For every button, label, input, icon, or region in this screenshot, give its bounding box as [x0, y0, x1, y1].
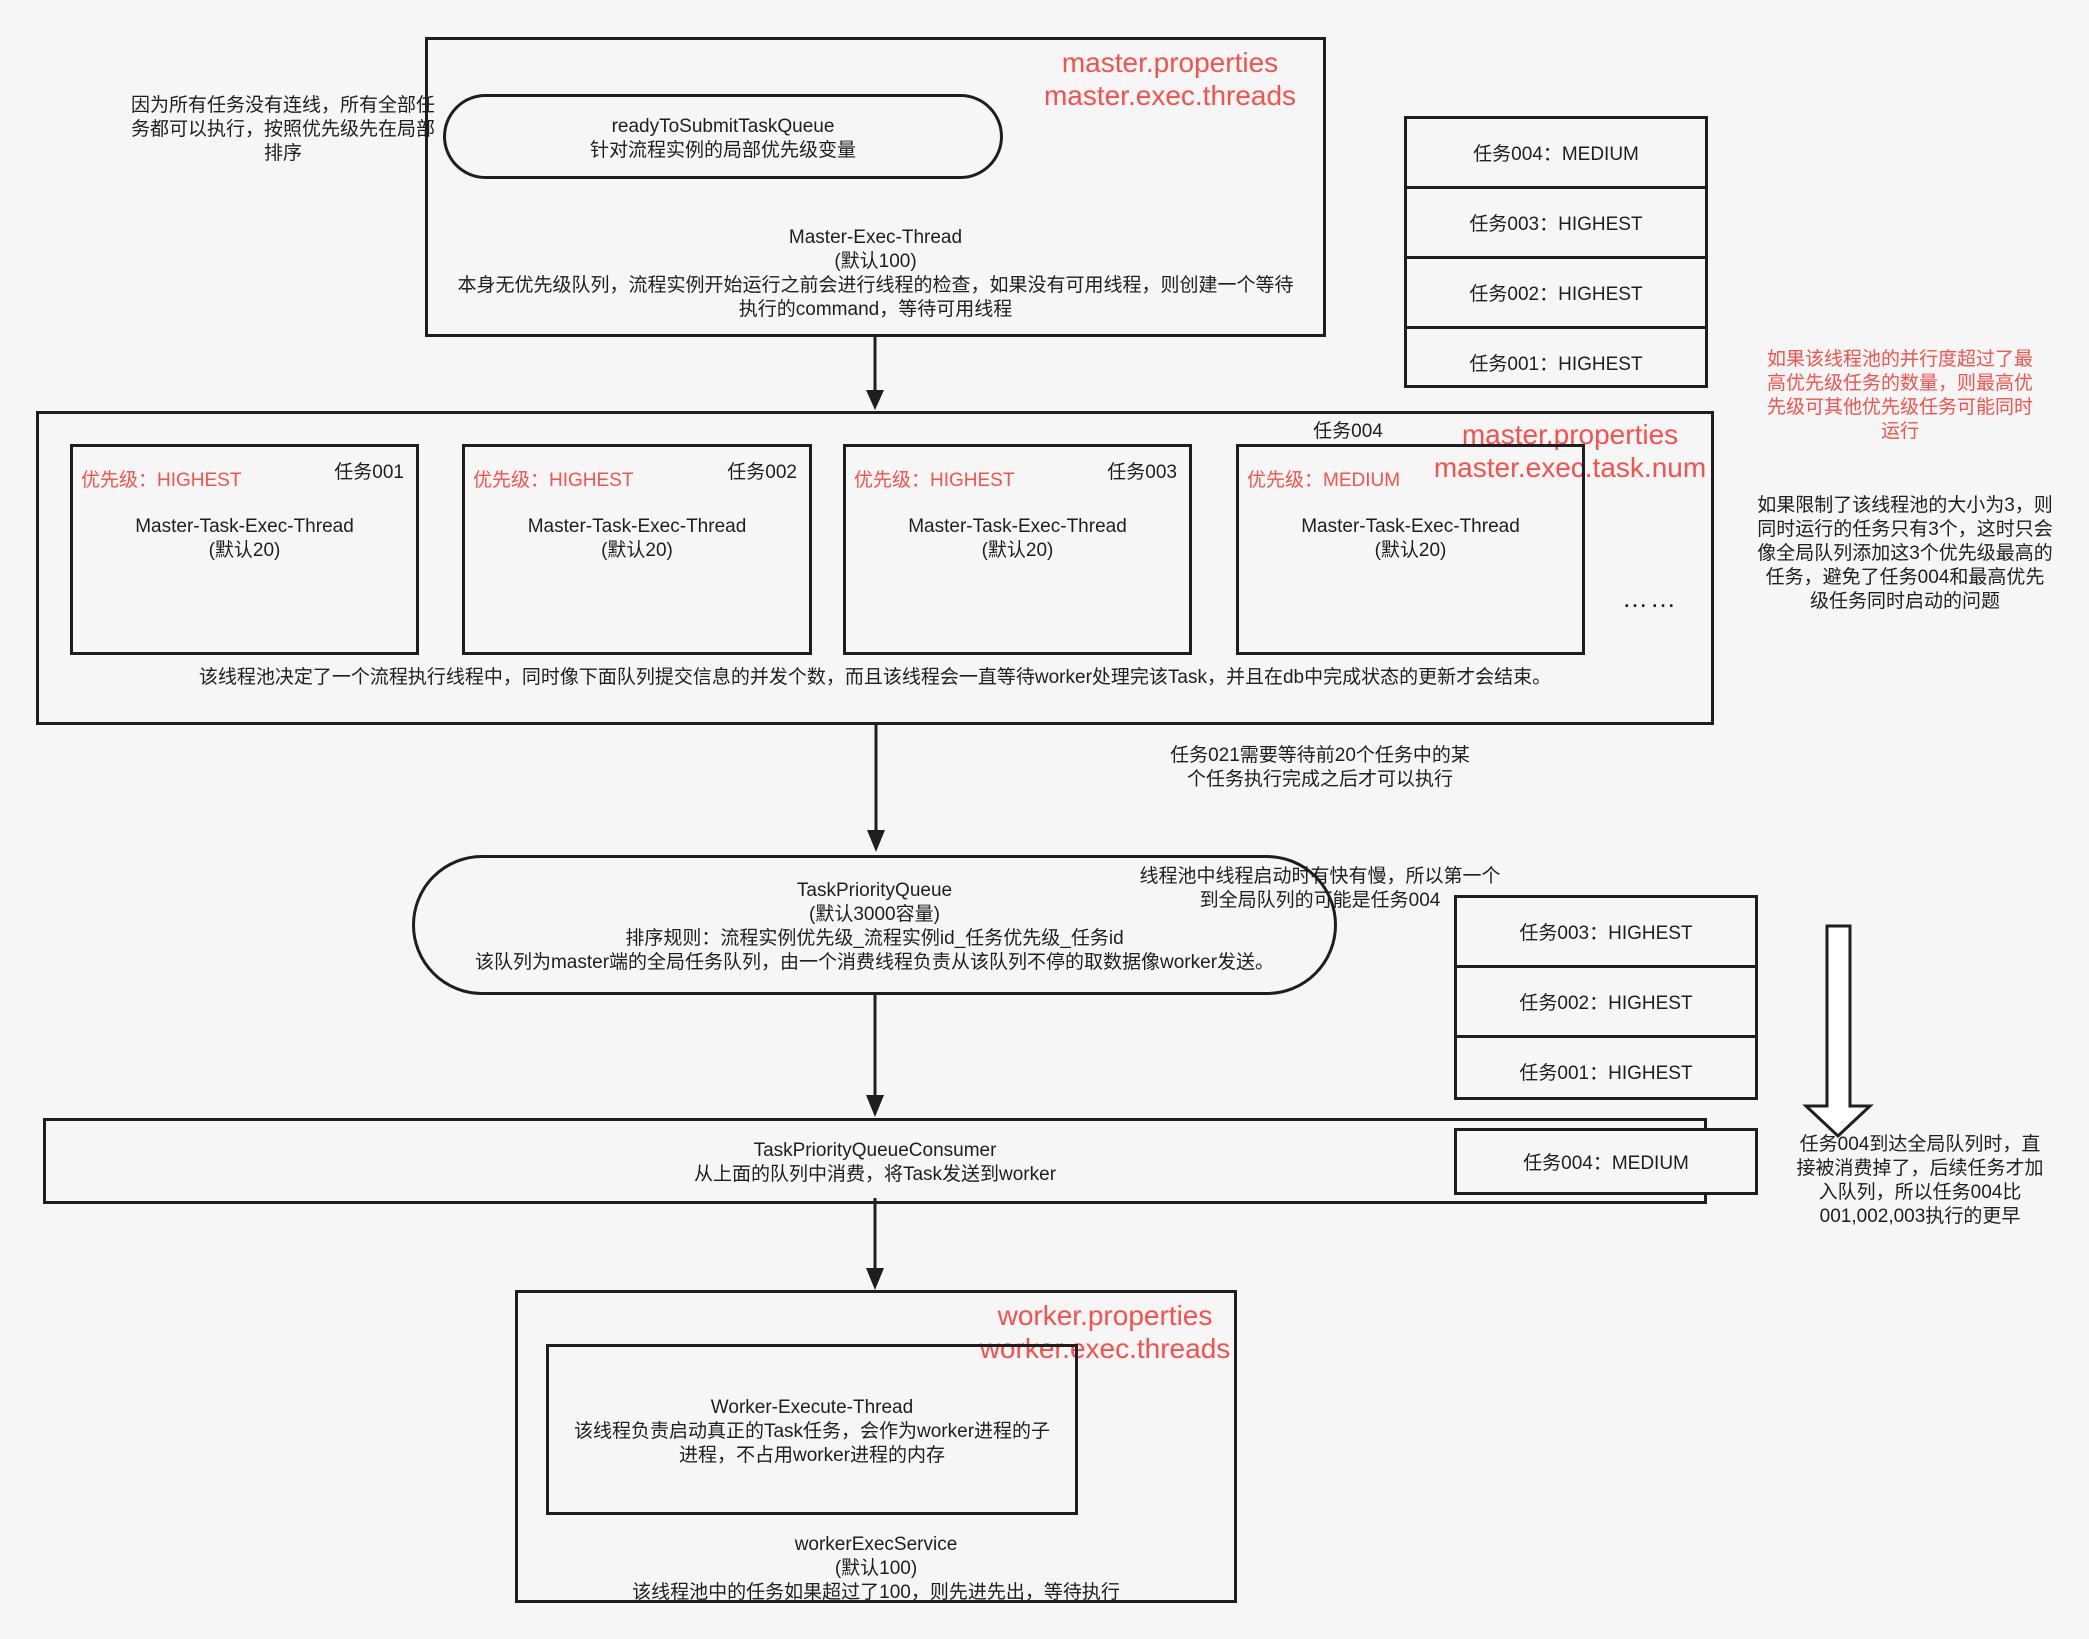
task-id: 任务002	[727, 462, 797, 483]
note-parallelism: 如果该线程池的并行度超过了最 高优先级任务的数量，则最高优 先级可其他优先级任务…	[1766, 349, 2033, 442]
task-id: 任务003	[1107, 462, 1177, 483]
task-priority: 优先级：HIGHEST	[81, 470, 242, 491]
task-priority: 优先级：MEDIUM	[1247, 470, 1401, 491]
task-priority-queue-desc: TaskPriorityQueue (默认3000容量) 排序规则：流程实例优先…	[474, 880, 1275, 973]
worker-config: worker.properties worker.exec.threads	[979, 1300, 1231, 1364]
note-task021: 任务021需要等待前20个任务中的某 个任务执行完成之后才可以执行	[1170, 745, 1470, 790]
note-consume-004: 任务004到达全局队列时，直 接被消费掉了，后续任务才加 入队列，所以任务004…	[1796, 1134, 2044, 1227]
task-id: 任务001	[334, 462, 404, 483]
task-thread-name: Master-Task-Exec-Thread (默认20)	[908, 516, 1127, 561]
task-thread-box-002: 优先级：HIGHEST 任务002 Master-Task-Exec-Threa…	[462, 444, 812, 655]
stack-item: 任务004：MEDIUM	[1407, 119, 1705, 189]
worker-execute-thread-desc: Worker-Execute-Thread 该线程负责启动真正的Task任务，会…	[573, 1397, 1051, 1466]
stack-item: 任务004：MEDIUM	[1523, 1153, 1689, 1174]
task-priority: 优先级：HIGHEST	[854, 470, 1015, 491]
consumed-task-box: 任务004：MEDIUM	[1454, 1128, 1758, 1195]
stack-item: 任务002：HIGHEST	[1457, 968, 1755, 1038]
task-thread-box-004: 优先级：MEDIUM Master-Task-Exec-Thread (默认20…	[1236, 444, 1585, 655]
master-task-exec-pool	[36, 411, 1714, 725]
consumer-desc: TaskPriorityQueueConsumer 从上面的队列中消费，将Tas…	[693, 1140, 1057, 1185]
stack-item: 任务002：HIGHEST	[1407, 259, 1705, 329]
worker-execute-thread	[546, 1344, 1078, 1515]
task004-outside-label: 任务004	[1313, 421, 1383, 442]
stack-item: 任务001：HIGHEST	[1519, 1063, 1693, 1084]
task-priority: 优先级：HIGHEST	[473, 470, 634, 491]
down-arrow-outline	[1802, 924, 1874, 1139]
task-exec-config: master.properties master.exec.task.num	[1433, 419, 1707, 483]
stack-item: 任务003：HIGHEST	[1407, 189, 1705, 259]
worker-exec-service	[515, 1290, 1237, 1603]
ready-to-submit-queue-label: readyToSubmitTaskQueue 针对流程实例的局部优先级变量	[589, 116, 856, 161]
task-priority-queue	[412, 855, 1337, 995]
task-thread-box-001: 优先级：HIGHEST 任务001 Master-Task-Exec-Threa…	[70, 444, 419, 655]
master-exec-thread-box	[425, 37, 1326, 337]
task-thread-name: Master-Task-Exec-Thread (默认20)	[1301, 516, 1520, 561]
master-exec-thread-desc: Master-Exec-Thread (默认100) 本身无优先级队列，流程实例…	[457, 227, 1294, 320]
task-thread-name: Master-Task-Exec-Thread (默认20)	[135, 516, 354, 561]
stack-item: 任务003：HIGHEST	[1457, 898, 1755, 968]
task-exec-pool-desc: 该线程池决定了一个流程执行线程中，同时像下面队列提交信息的并发个数，而且该线程会…	[198, 667, 1552, 688]
note-top-left: 因为所有任务没有连线，所有全部任 务都可以执行，按照优先级先在局部 排序	[130, 95, 435, 164]
master-exec-config: master.properties master.exec.threads	[1043, 47, 1297, 111]
local-priority-stack: 任务004：MEDIUM 任务003：HIGHEST 任务002：HIGHEST…	[1404, 116, 1708, 388]
global-queue-stack: 任务003：HIGHEST 任务002：HIGHEST 任务001：HIGHES…	[1454, 895, 1758, 1100]
note-pool-limit: 如果限制了该线程池的大小为3，则 同时运行的任务只有3个，这时只会 像全局队列添…	[1757, 495, 2053, 612]
ready-to-submit-queue	[443, 94, 1003, 179]
more-tasks-ellipsis: ……	[1622, 583, 1678, 613]
stack-item: 任务001：HIGHEST	[1469, 354, 1643, 375]
task-thread-box-003: 优先级：HIGHEST 任务003 Master-Task-Exec-Threa…	[843, 444, 1192, 655]
task-thread-name: Master-Task-Exec-Thread (默认20)	[527, 516, 747, 561]
worker-exec-service-desc: workerExecService (默认100) 该线程池中的任务如果超过了1…	[632, 1534, 1120, 1603]
